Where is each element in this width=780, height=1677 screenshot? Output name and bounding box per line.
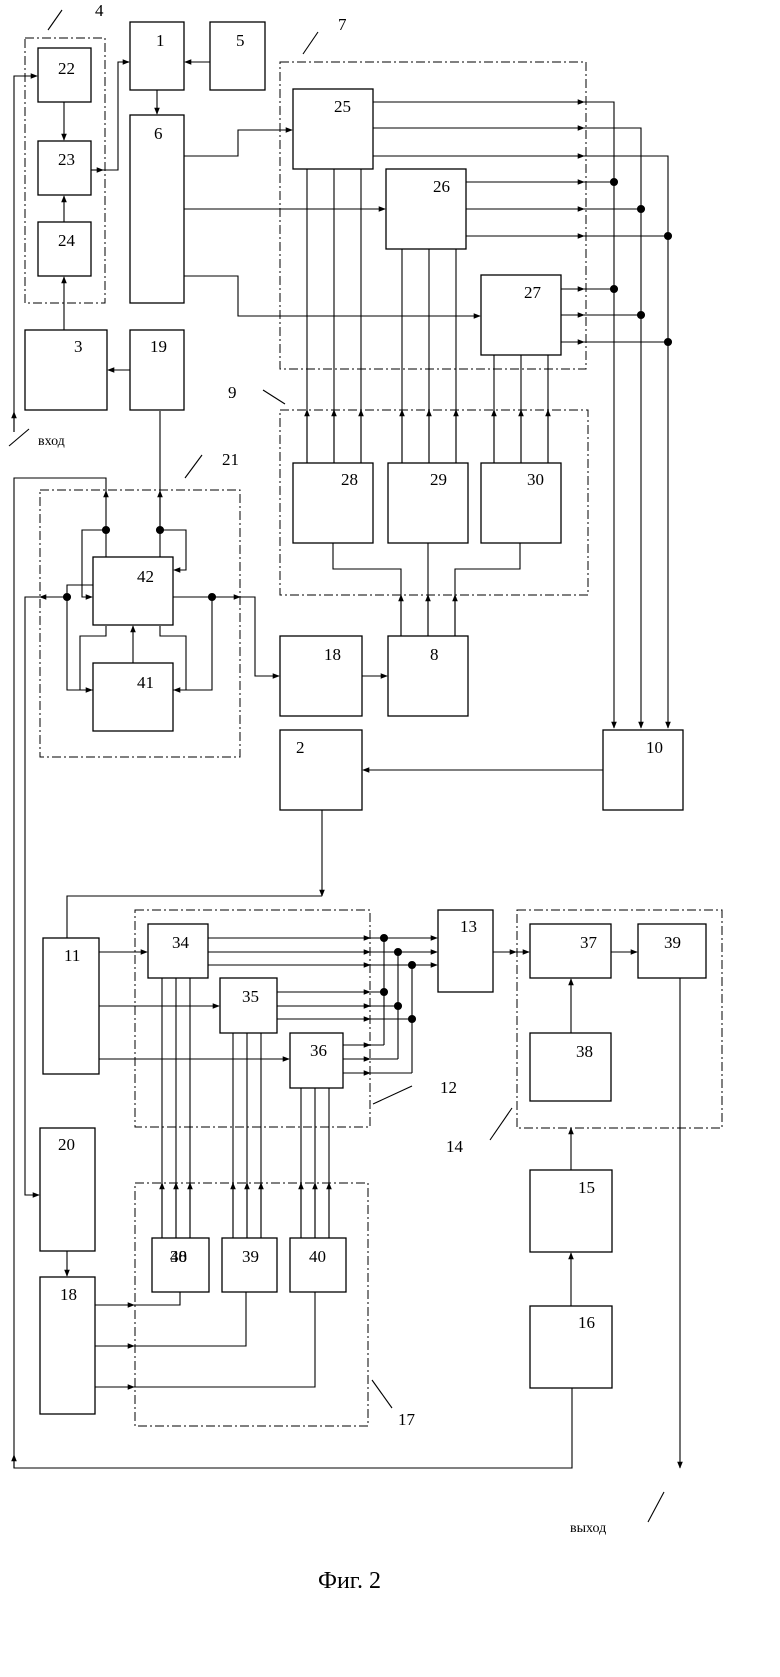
- block-19: 20: [40, 1128, 95, 1251]
- block-28: 27: [481, 275, 561, 355]
- figure-caption: Фиг. 2: [318, 1568, 381, 1594]
- svg-text:11: 11: [64, 946, 80, 965]
- svg-text:24: 24: [58, 231, 76, 250]
- svg-text:37: 37: [580, 933, 598, 952]
- svg-text:39: 39: [664, 933, 681, 952]
- block-31: 30: [481, 463, 561, 543]
- svg-text:34: 34: [172, 933, 190, 952]
- block-10: 10: [603, 730, 683, 810]
- group-21-label: 21: [222, 450, 239, 469]
- block-33: 35: [220, 978, 277, 1033]
- input-terminal-label: вход: [38, 434, 65, 449]
- block-3: 3: [25, 330, 107, 410]
- svg-text:20: 20: [58, 1135, 75, 1154]
- block-2: 2: [280, 730, 362, 810]
- block-40-label: 40: [309, 1247, 326, 1266]
- block-24: 23: [38, 141, 91, 195]
- block-25: 24: [38, 222, 91, 276]
- block-29: 28: [293, 463, 373, 543]
- block-37: 39: [638, 924, 706, 978]
- svg-text:18: 18: [324, 645, 341, 664]
- svg-text:2: 2: [296, 738, 305, 757]
- block-18-label: 18: [60, 1285, 77, 1304]
- block-8: 8: [388, 636, 468, 716]
- block-11: 11: [43, 938, 99, 1074]
- block-20: 18: [280, 636, 362, 716]
- group-14-label: 14: [446, 1137, 464, 1156]
- block-39-label: 39: [242, 1247, 259, 1266]
- block-42: 42: [93, 557, 173, 625]
- block-15: 15: [530, 1170, 612, 1252]
- block-13: 13: [438, 910, 493, 992]
- svg-text:30: 30: [527, 470, 544, 489]
- group-9-label: 9: [228, 383, 237, 402]
- block-26: 25: [293, 89, 373, 169]
- svg-text:19: 19: [150, 337, 167, 356]
- group-17-label: 17: [398, 1410, 416, 1429]
- svg-text:1: 1: [156, 31, 165, 50]
- svg-text:22: 22: [58, 59, 75, 78]
- block-35: 37: [530, 924, 611, 978]
- extra-block-labels: 19: [0, 0, 17, 4]
- svg-text:16: 16: [578, 1313, 595, 1332]
- svg-text:15: 15: [578, 1178, 595, 1197]
- block-30: 29: [388, 463, 468, 543]
- block-27: 26: [386, 169, 466, 249]
- block-22: 19: [130, 330, 184, 410]
- svg-text:26: 26: [433, 177, 450, 196]
- svg-text:8: 8: [430, 645, 439, 664]
- svg-text:10: 10: [646, 738, 663, 757]
- block-36: 38: [530, 1033, 611, 1101]
- output-terminal-label: выход: [570, 1521, 606, 1536]
- svg-text:38: 38: [576, 1042, 593, 1061]
- svg-text:29: 29: [430, 470, 447, 489]
- svg-text:35: 35: [242, 987, 259, 1006]
- group-4-label: 4: [95, 1, 104, 20]
- svg-text:42: 42: [137, 567, 154, 586]
- svg-text:27: 27: [524, 283, 542, 302]
- svg-text:3: 3: [74, 337, 83, 356]
- svg-text:41: 41: [137, 673, 154, 692]
- block-6: 6: [130, 115, 184, 303]
- block-23: 22: [38, 48, 91, 102]
- group-12-label: 12: [440, 1078, 457, 1097]
- svg-text:23: 23: [58, 150, 75, 169]
- blocks: 22 23 24 1 5 6 3 19 25 26 27 28 29 30 42…: [25, 22, 706, 1414]
- block-16: 16: [530, 1306, 612, 1388]
- block-34: 36: [290, 1033, 343, 1088]
- svg-text:28: 28: [341, 470, 358, 489]
- svg-text:6: 6: [154, 124, 163, 143]
- block-1: 1: [130, 22, 184, 90]
- block-5: 5: [210, 22, 265, 90]
- svg-text:25: 25: [334, 97, 351, 116]
- block-38-label: 38: [170, 1247, 187, 1266]
- group-7-label: 7: [338, 15, 347, 34]
- block-41: 41: [93, 663, 173, 731]
- block-32: 34: [148, 924, 208, 978]
- svg-text:13: 13: [460, 917, 477, 936]
- svg-text:5: 5: [236, 31, 245, 50]
- svg-text:36: 36: [310, 1041, 327, 1060]
